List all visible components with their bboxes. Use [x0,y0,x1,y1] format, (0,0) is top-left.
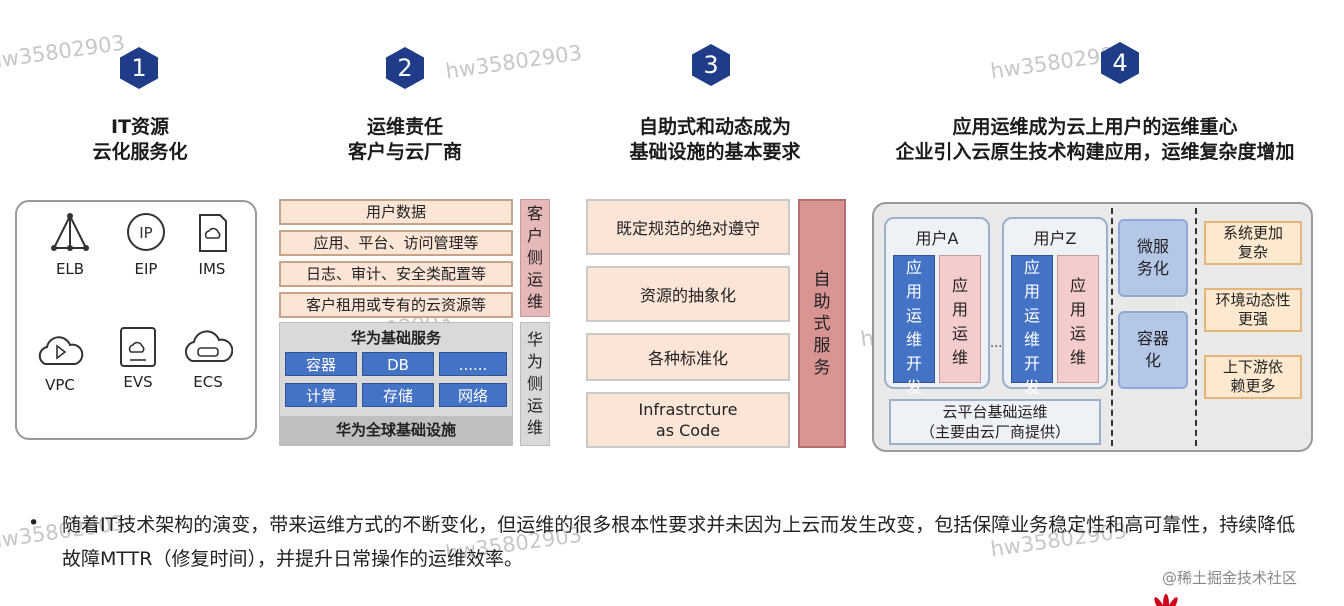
app-dev-column: 应用运维开发 [893,255,935,397]
elb-icon [51,213,89,251]
title-line: 客户与云厂商 [347,141,462,163]
self-service-label: 自助式服务 [798,199,846,448]
watermark: hw35802903 [0,30,127,74]
microservice-box: 微服务化 [1118,219,1188,297]
section-title-1: IT资源 云化服务化 [40,115,240,165]
container-box: 容器化 [1118,311,1188,389]
feature-box: 系统更加复杂 [1204,221,1302,265]
huawei-logo [1148,594,1184,606]
hexagon-icon [692,44,730,86]
elb-service: ELB [40,212,100,278]
huawei-global-infra: 华为全球基础设施 [280,416,512,445]
user-a-label: 用户A [915,229,959,248]
dashed-divider [1195,208,1197,446]
customer-row: 客户租用或专有的云资源等 [279,292,513,318]
step-number: 2 [397,54,413,82]
requirement-box: 资源的抽象化 [586,266,790,322]
title-line: 云化服务化 [92,141,188,163]
summary-paragraph: 随着IT技术架构的演变，带来运维方式的不断变化，但运维的很多根本性要求并未因为上… [62,514,1296,570]
eip-service: IP EIP [116,212,176,278]
service-cell: 存储 [362,383,434,407]
app-dev-column: 应用运维开发 [1011,255,1053,397]
step-badge-1: 1 [116,45,162,91]
requirement-box: 既定规范的绝对遵守 [586,199,790,255]
customer-row: 用户数据 [279,199,513,225]
service-label: VPC [45,376,75,394]
evs-service: EVS [108,325,168,391]
step-badge-3: 3 [688,42,734,88]
step-number: 3 [703,51,719,79]
app-ops-column: 应用运维 [1057,255,1099,383]
app-ops-column: 应用运维 [939,255,981,383]
customer-row: 日志、审计、安全类配置等 [279,261,513,287]
service-cell: 容器 [285,352,357,376]
customer-side-label: 客户侧运维 [520,199,550,317]
section-title-3: 自助式和动态成为 基础设施的基本要求 [600,115,830,165]
bullet-symbol: • [28,512,40,534]
requirement-box: 各种标准化 [586,333,790,381]
huawei-side-label: 华为侧运维 [520,322,550,446]
user-z-label: 用户Z [1033,229,1077,248]
title-line: IT资源 [110,116,170,138]
service-cell: ...... [439,352,507,376]
cloud-services-panel [15,200,257,440]
huawei-logo-icon [1154,594,1178,606]
eip-icon: IP [127,213,165,251]
section-title-2: 运维责任 客户与云厂商 [305,115,505,165]
huawei-basic-title: 华为基础服务 [350,329,441,347]
hexagon-icon [1101,42,1139,84]
title-line: 应用运维成为云上用户的运维重心 [952,116,1238,138]
service-cell: 网络 [439,383,507,407]
service-cell: DB [362,352,434,376]
eip-badge-text: IP [139,224,152,242]
hexagon-icon [386,47,424,89]
title-line: 自助式和动态成为 [638,116,791,138]
evs-icon [120,327,156,367]
ims-service: IMS [182,212,242,278]
platform-line: 云平台基础运维 [942,403,1048,421]
ecs-service: ECS [178,325,238,391]
service-label: EIP [134,260,158,278]
service-label: ELB [55,260,85,278]
title-line: 运维责任 [366,116,443,138]
step-badge-2: 2 [382,45,428,91]
service-label: IMS [198,260,226,278]
vpc-service: VPC [30,332,90,394]
step-number: 1 [131,54,147,82]
feature-box: 环境动态性更强 [1204,288,1302,332]
title-line: 基础设施的基本要求 [629,141,801,163]
step-badge-4: 4 [1097,40,1143,86]
cloud-platform-ops: 云平台基础运维 （主要由云厂商提供） [889,399,1101,445]
title-line: 企业引入云原生技术构建应用，运维复杂度增加 [895,141,1295,163]
feature-box: 上下游依赖更多 [1204,355,1302,399]
hexagon-icon [120,47,158,89]
ecs-icon [184,330,233,362]
vpc-icon [38,336,84,365]
footer-credit: @稀土掘金技术社区 [1162,569,1298,587]
dashed-divider [1111,208,1113,446]
watermark: hw35802903 [443,40,584,84]
customer-row: 应用、平台、访问管理等 [279,230,513,256]
service-label: EVS [123,373,153,391]
service-cell: 计算 [285,383,357,407]
step-number: 4 [1112,49,1128,77]
section-title-4: 应用运维成为云上用户的运维重心 企业引入云原生技术构建应用，运维复杂度增加 [870,115,1320,165]
service-label: ECS [193,373,223,391]
ims-icon [199,214,227,252]
requirement-box: Infrastrcture as Code [586,392,790,448]
platform-line: （主要由云厂商提供） [919,423,1070,441]
